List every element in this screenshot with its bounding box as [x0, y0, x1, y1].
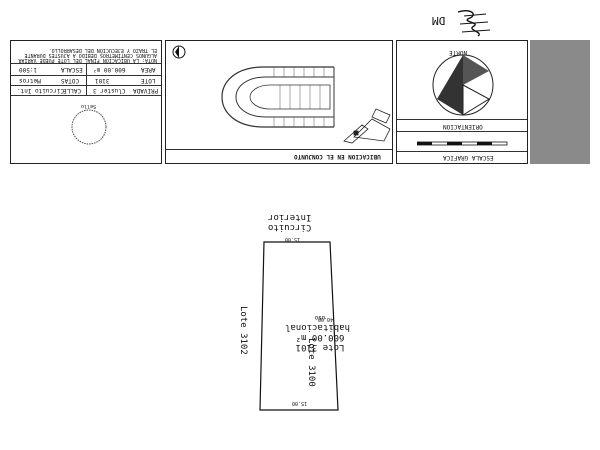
street-label-bottom: Interior [268, 212, 312, 222]
signature-initials: DM [432, 14, 446, 27]
orientation-box: NORTE ORIENTACIÓN ESCALA GRAFICA [396, 40, 528, 164]
north-arrow-small-icon [172, 45, 186, 59]
lot-use-prefix: uso [314, 314, 326, 321]
privada-value: Cluster 3 [93, 87, 126, 94]
calle-value: Circuito Int. [17, 87, 64, 94]
lot-outline [259, 241, 339, 411]
north-label: NORTE [449, 49, 468, 56]
escala-label: ESCALA [61, 66, 83, 73]
escala-value: 1:500 [19, 66, 38, 73]
cotas-label: COTAS [61, 77, 80, 84]
info-note: NOTA: LA UBICACIÓN FINAL DEL LOTE PUEDE … [18, 47, 157, 63]
lote-label: LOTE [141, 77, 156, 84]
dim-bottom: 15.00 [292, 400, 308, 406]
signature: DM [430, 8, 500, 40]
area-value: 600.00 m² [93, 66, 126, 73]
north-rose-icon [432, 54, 494, 116]
orientation-title: ORIENTACIÓN [443, 123, 483, 130]
scale-title: ESCALA GRAFICA [443, 154, 494, 161]
neighbor-right: Lote 3100 [306, 338, 316, 387]
signature-scribble-icon [457, 9, 491, 37]
site-plan-icon [221, 66, 391, 144]
area-label: AREA [141, 66, 156, 73]
cotas-value: Metros [19, 77, 41, 84]
graphic-scale-icon [417, 141, 508, 146]
lote-value: 3101 [95, 77, 110, 84]
lot-area: 600.00 m² [295, 332, 345, 342]
location-title: UBICACIÓN EN EL CONJUNTO [294, 153, 381, 160]
calle-label: CALLE [63, 87, 82, 94]
lot-use: habitacional [284, 322, 350, 332]
street-label-top: Circuito [268, 222, 312, 232]
location-box: UBICACIÓN EN EL CONJUNTO [165, 40, 393, 164]
lot-name: Lote 3101 [295, 342, 345, 352]
info-box: NOTA: LA UBICACIÓN FINAL DEL LOTE PUEDE … [10, 40, 162, 164]
seal-label: Sello [81, 103, 97, 109]
privada-label: PRIVADA [133, 87, 159, 94]
neighbor-left: Lote 3102 [238, 306, 248, 355]
seal-circle-icon [71, 109, 107, 145]
gray-band [530, 40, 590, 164]
